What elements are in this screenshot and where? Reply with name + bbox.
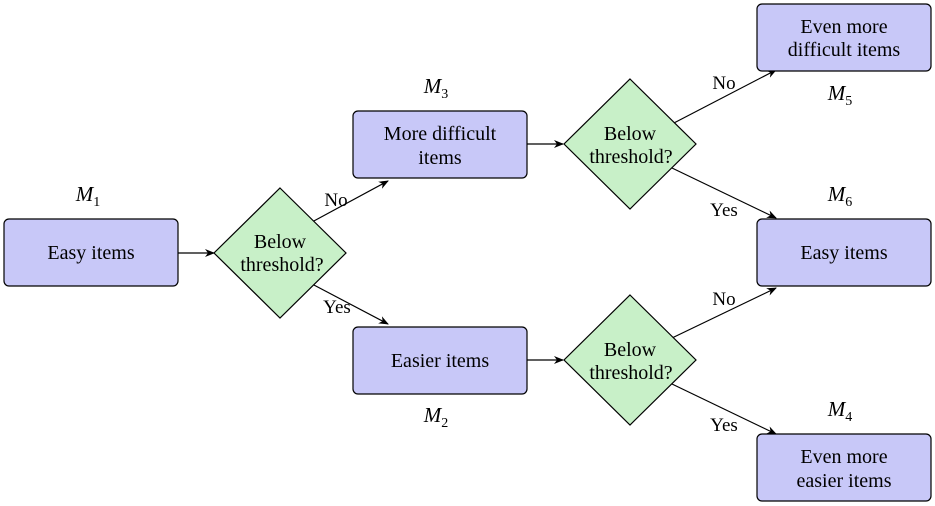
model-label-m5: M5 — [827, 81, 853, 109]
model-label-m3: M3 — [423, 74, 449, 102]
model-label-m6: M6 — [827, 182, 853, 210]
decision-d2: Below threshold? — [563, 78, 697, 210]
decision-d3: Below threshold? — [563, 294, 697, 426]
node-m2-label: Easier items — [391, 350, 490, 372]
node-m3: More difficult items — [352, 110, 528, 179]
edge-label-d1-no: No — [324, 190, 347, 211]
edge-d1-to-m2 — [311, 283, 389, 325]
edge-d2-to-m6 — [671, 167, 777, 219]
node-m3-line2: items — [418, 147, 462, 169]
model-label-m1: M1 — [75, 182, 101, 210]
node-m3-line1: More difficult — [384, 123, 497, 145]
decision-d3-line1: Below — [604, 339, 657, 361]
decision-d3-line2: threshold? — [589, 362, 672, 384]
edge-label-d1-yes: Yes — [323, 297, 351, 318]
decision-d1-line2: threshold? — [240, 254, 323, 276]
node-m2: Easier items — [352, 326, 528, 395]
edge-d1-to-m3 — [311, 180, 389, 223]
model-label-m4: M4 — [827, 397, 853, 425]
edge-label-d3-no: No — [712, 289, 735, 310]
edge-label-d3-yes: Yes — [710, 415, 738, 436]
decision-d2-line2: threshold? — [589, 146, 672, 168]
edge-d3-to-m4 — [671, 383, 777, 435]
node-m6-label: Easy items — [800, 242, 887, 264]
node-m1-label: Easy items — [47, 242, 134, 264]
node-m6: Easy items — [756, 218, 932, 287]
node-m5-line2: difficult items — [788, 39, 901, 61]
edge-label-d2-no: No — [712, 73, 735, 94]
model-label-m2: M2 — [423, 403, 449, 431]
node-m4-line2: easier items — [797, 470, 892, 492]
decision-d2-line1: Below — [604, 123, 657, 145]
node-m1: Easy items — [3, 218, 179, 287]
node-m5-line1: Even more — [800, 16, 887, 38]
node-m4: Even more easier items — [756, 433, 932, 502]
edge-label-d2-yes: Yes — [710, 200, 738, 221]
decision-d1: Below threshold? — [213, 187, 347, 319]
decision-d1-line1: Below — [254, 231, 307, 253]
node-m5: Even more difficult items — [756, 3, 932, 72]
edge-d2-to-m5 — [671, 69, 777, 125]
node-m4-line1: Even more — [800, 446, 887, 468]
edge-d3-to-m6 — [671, 287, 777, 339]
